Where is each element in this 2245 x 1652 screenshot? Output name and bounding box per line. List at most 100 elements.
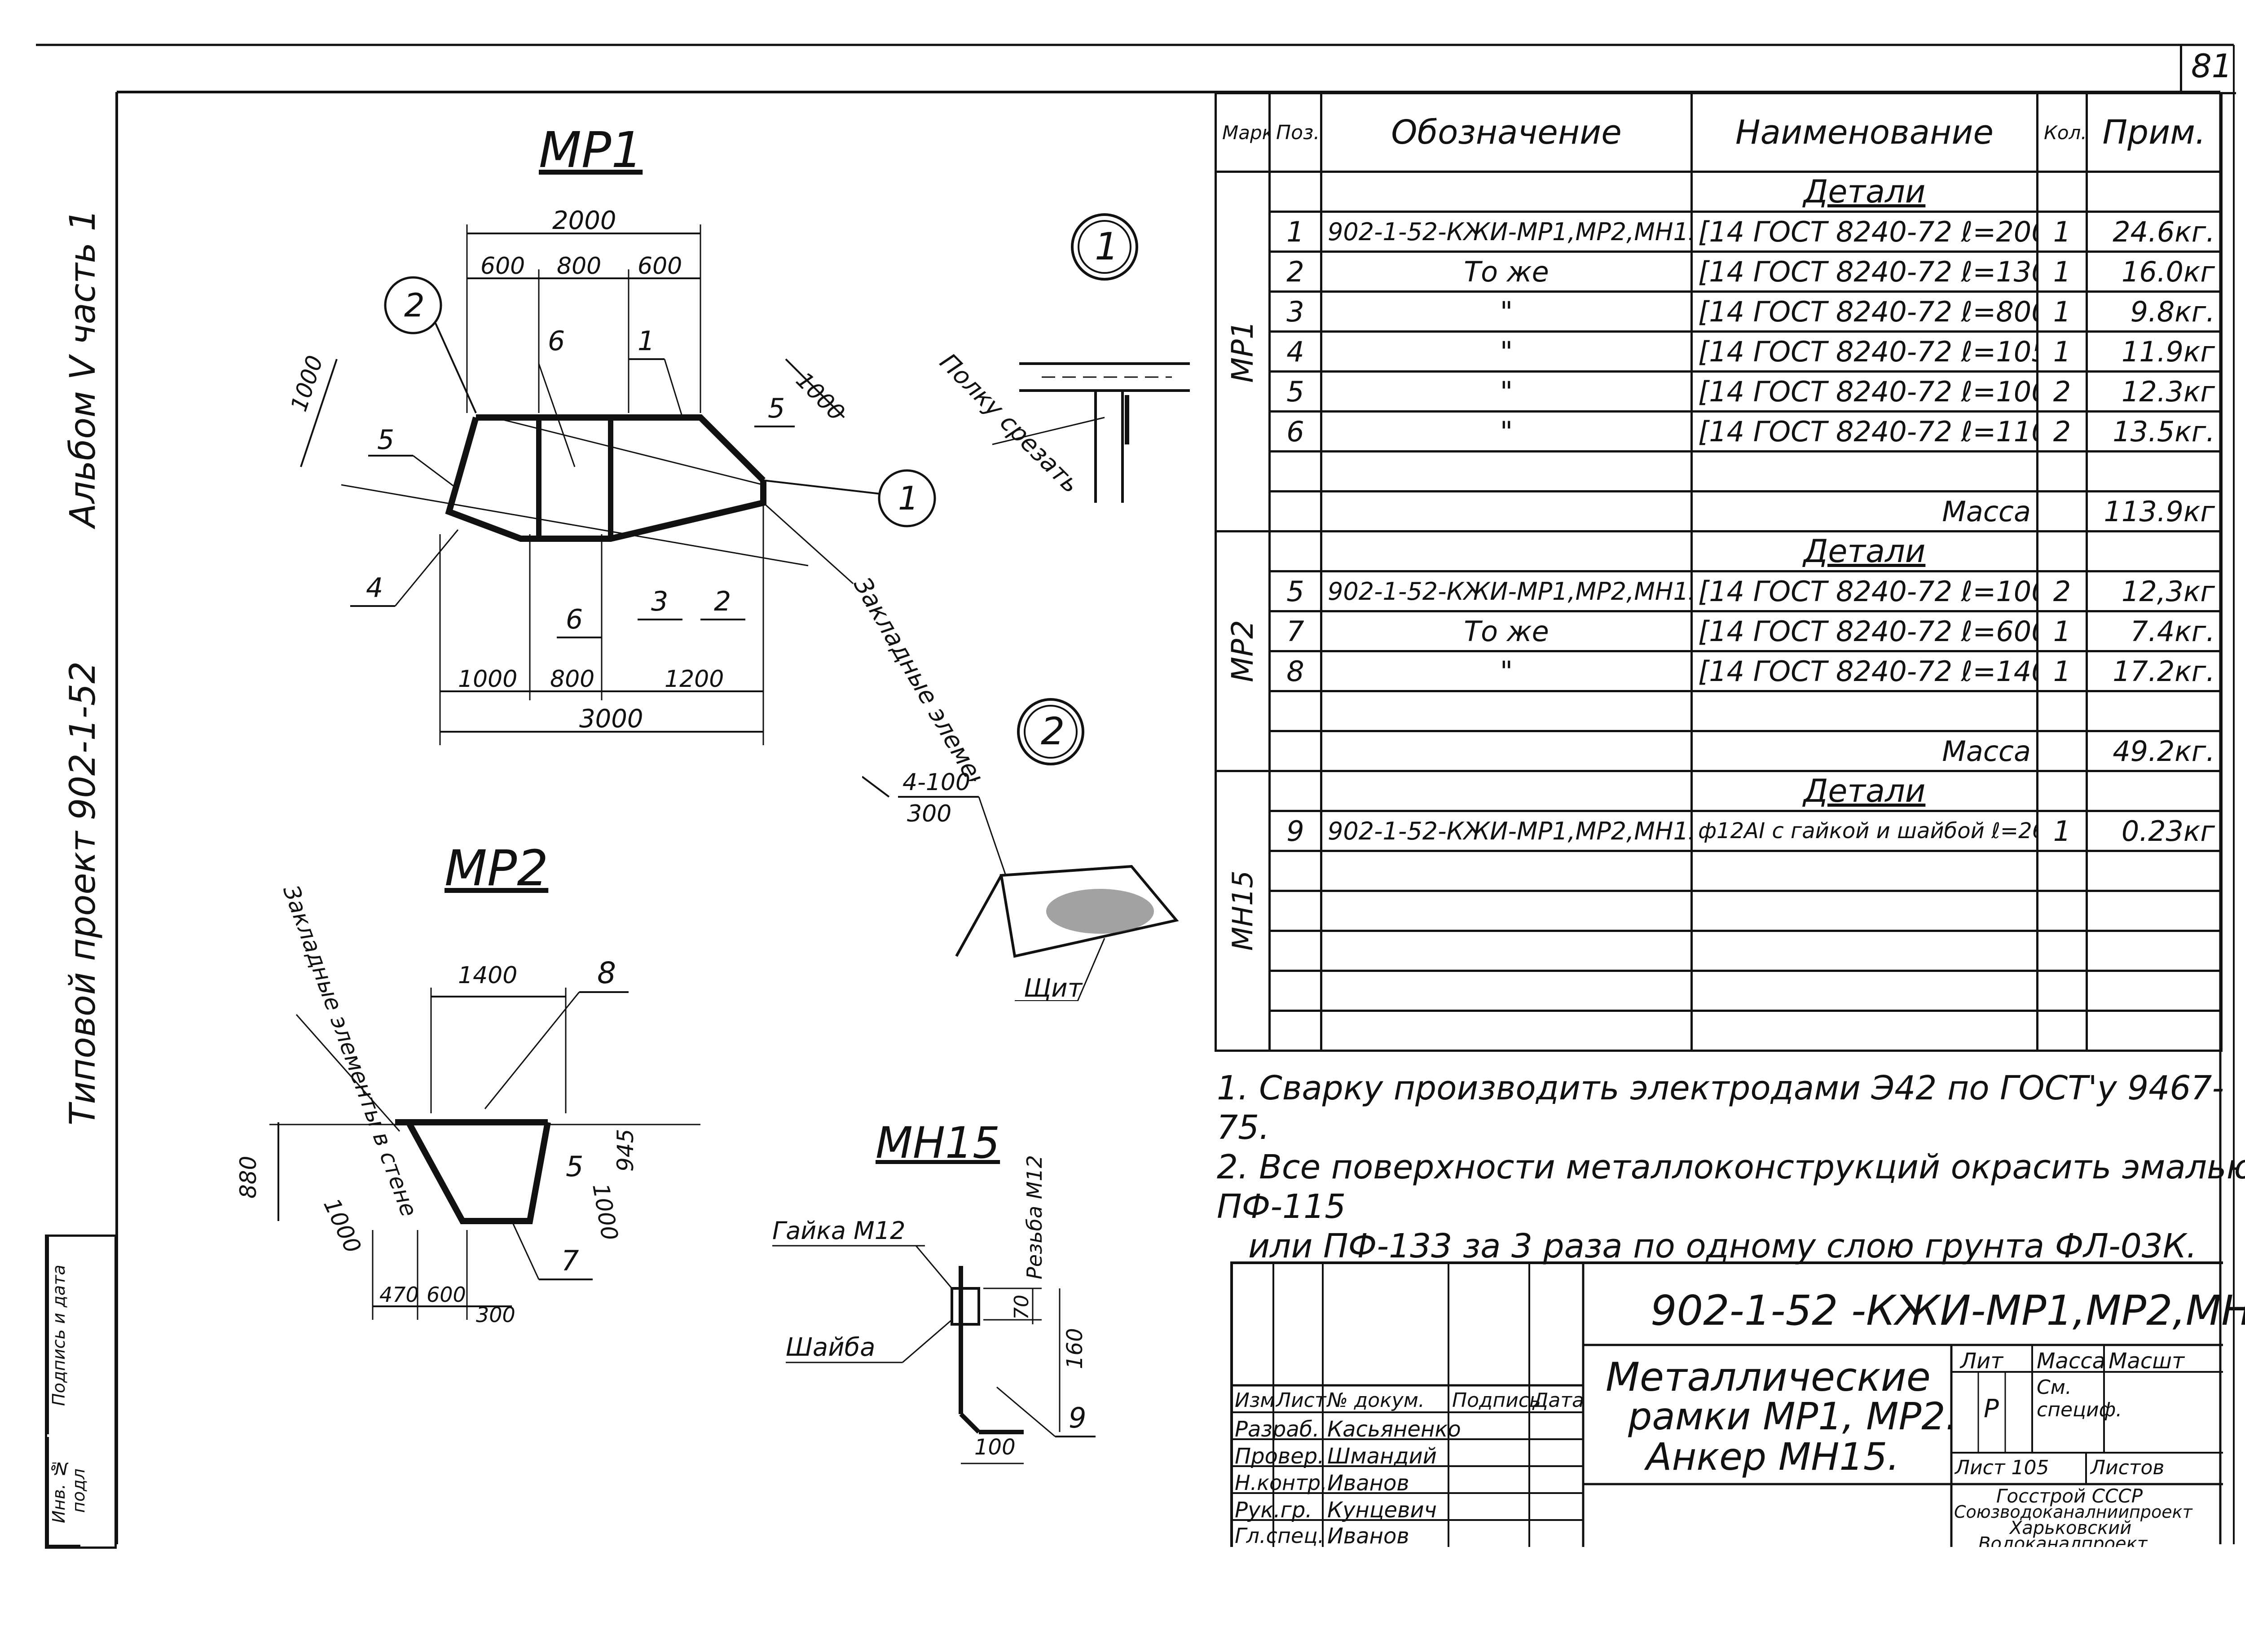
designation-cell: " bbox=[1320, 650, 1693, 692]
mr1-dim-600a: 600 bbox=[480, 253, 525, 280]
table-row: 2 То же [14 ГОСТ 8240-72 ℓ=1300 1 16.0кг bbox=[1216, 250, 2223, 293]
table-row: 5 " [14 ГОСТ 8240-72 ℓ=1000 2 12.3кг bbox=[1216, 370, 2223, 413]
table-row bbox=[1216, 690, 2223, 732]
mn15-drawing: Резьба М12 Гайка М12 Шайба 70 160 100 9 bbox=[772, 1155, 1096, 1464]
pos-cell: 1 bbox=[1268, 211, 1322, 253]
mr1-pos-5b: 5 bbox=[768, 393, 785, 424]
mark-mr1: МР1 bbox=[1225, 320, 1260, 383]
qty-cell: 1 bbox=[2036, 290, 2088, 333]
mass-value-mr2: 49.2кг. bbox=[2086, 730, 2223, 772]
note-cell: 12.3кг bbox=[2086, 370, 2223, 413]
designation-cell: " bbox=[1320, 330, 1693, 373]
pos-cell: 5 bbox=[1268, 570, 1322, 612]
section-label: Детали bbox=[1690, 770, 2038, 812]
sheet-number: 81 bbox=[2191, 47, 2232, 85]
rev-header-izm: Изм bbox=[1235, 1389, 1275, 1412]
table-row bbox=[1216, 970, 2223, 1012]
mr1-dim-800: 800 bbox=[557, 253, 601, 280]
mass-value-mr1: 113.9кг bbox=[2086, 490, 2223, 532]
designation-cell: 902-1-52-КЖИ-МР1,МР2,МН15 bbox=[1320, 570, 1693, 612]
mn15-title: МН15 bbox=[876, 1118, 1000, 1168]
role-glspec: Гл.спец. bbox=[1235, 1524, 1325, 1548]
org-line-3: Харьковский bbox=[2010, 1518, 2132, 1538]
mr2-callout-5: 5 bbox=[566, 1150, 583, 1183]
title-block-grid bbox=[1233, 1264, 2223, 1547]
mr2-dim-1000-left: 1000 bbox=[318, 1195, 366, 1257]
lit-label: Лит bbox=[1960, 1349, 2003, 1374]
designation-cell: То же bbox=[1320, 250, 1693, 293]
role-rukgr: Рук.гр. bbox=[1235, 1498, 1312, 1523]
org-line-2: Союзводоканалниипроект bbox=[1954, 1502, 2192, 1522]
table-row bbox=[1216, 1010, 2223, 1052]
qty-cell: 1 bbox=[2036, 250, 2088, 293]
note-cell: 12,3кг bbox=[2086, 570, 2223, 612]
mark-mn15: МН15 bbox=[1226, 870, 1259, 951]
designation-cell: 902-1-52-КЖИ-МР1,МР2,МН15 bbox=[1320, 810, 1693, 852]
name-cell: [14 ГОСТ 8240-72 ℓ=1100 bbox=[1690, 410, 2038, 453]
mn15-dim-100: 100 bbox=[974, 1435, 1016, 1460]
name-nkontr: Иванов bbox=[1327, 1471, 1409, 1496]
detail-1: 1 Полку срезать bbox=[934, 213, 1190, 503]
stamp-cell-invno: Инв. № подл bbox=[47, 1437, 88, 1547]
note-cell: 16.0кг bbox=[2086, 250, 2223, 293]
doc-title-line-1: Металлические bbox=[1606, 1354, 1931, 1400]
detail-2-weld-pitch: 300 bbox=[907, 800, 951, 827]
project-label: Типовой проект 902-1-52 bbox=[63, 661, 103, 1125]
name-razrab: Касьяненко bbox=[1327, 1417, 1461, 1442]
mr2-dim-1400: 1400 bbox=[458, 962, 517, 989]
mass-label: Масса bbox=[2037, 1349, 2106, 1374]
detail-1-note: Полку срезать bbox=[934, 348, 1085, 499]
title-block: Изм Лист № докум. Подпись Дата Разраб. К… bbox=[1230, 1261, 2245, 1549]
pos-cell: 7 bbox=[1268, 610, 1322, 652]
name-cell: [14 ГОСТ 8240-72 ℓ=1000 bbox=[1690, 570, 2038, 612]
col-header-designation: Обозначение bbox=[1320, 92, 1693, 173]
notes: 1. Сварку производить электродами Э42 по… bbox=[1217, 1068, 2245, 1266]
designation-cell: То же bbox=[1320, 610, 1693, 652]
table-row: Масса 113.9кг bbox=[1216, 490, 2223, 532]
mr2-title: МР2 bbox=[445, 839, 549, 897]
mr1-dim-2000: 2000 bbox=[552, 206, 616, 235]
mark-cell-mr2: МР2 bbox=[1215, 530, 1271, 772]
qty-cell: 1 bbox=[2036, 211, 2088, 253]
sheet-label: Лист 105 bbox=[1955, 1456, 2049, 1479]
name-cell: [14 ГОСТ 8240-72 ℓ=600 bbox=[1690, 610, 2038, 652]
note-cell: 17.2кг. bbox=[2086, 650, 2223, 692]
pos-cell: 6 bbox=[1268, 410, 1322, 453]
qty-cell: 2 bbox=[2036, 570, 2088, 612]
col-header-mark: Марка bbox=[1215, 92, 1271, 173]
table-row: МН15 Детали bbox=[1215, 770, 2223, 1052]
mn15-callout-9: 9 bbox=[1069, 1402, 1086, 1434]
col-header-pos: Поз. bbox=[1268, 92, 1322, 173]
note-1: 1. Сварку производить электродами Э42 по… bbox=[1217, 1069, 2224, 1147]
note-cell: 7.4кг. bbox=[2086, 610, 2223, 652]
note-cell: 0.23кг bbox=[2086, 810, 2223, 852]
org-line-4: Водоканалпроект bbox=[1978, 1533, 2148, 1547]
name-cell: [14 ГОСТ 8240-72 ℓ=800 bbox=[1690, 290, 2038, 333]
table-row: 5 902-1-52-КЖИ-МР1,МР2,МН15 [14 ГОСТ 824… bbox=[1216, 570, 2223, 612]
mr2-dim-880: 880 bbox=[235, 1156, 261, 1199]
table-row bbox=[1216, 450, 2223, 492]
role-nkontr: Н.контр. bbox=[1235, 1471, 1327, 1495]
name-cell: [14 ГОСТ 8240-72 ℓ=1300 bbox=[1690, 250, 2038, 293]
mark-cell-mr1: МР1 bbox=[1215, 171, 1271, 532]
col-header-qty: Кол. bbox=[2036, 92, 2088, 173]
mr2-callout-8: 8 bbox=[597, 956, 616, 990]
mr1-callout-2: 2 bbox=[404, 286, 425, 324]
table-row: МР2 Детали bbox=[1215, 530, 2223, 772]
qty-cell: 1 bbox=[2036, 330, 2088, 373]
pos-cell: 3 bbox=[1268, 290, 1322, 333]
role-prover: Провер. bbox=[1235, 1444, 1325, 1469]
mr2-dim-300: 300 bbox=[476, 1303, 515, 1327]
mr1-pos-5a: 5 bbox=[377, 424, 394, 456]
table-row: 7 То же [14 ГОСТ 8240-72 ℓ=600 1 7.4кг. bbox=[1216, 610, 2223, 652]
mr2-dim-1000-right: 1000 bbox=[587, 1182, 623, 1242]
lit-value: Р bbox=[1984, 1394, 1999, 1424]
mr1-dim-1200: 1200 bbox=[665, 666, 724, 693]
scale-label: Масшт bbox=[2109, 1349, 2185, 1374]
table-row: 9 902-1-52-КЖИ-МР1,МР2,МН15 ф12АI с гайк… bbox=[1216, 810, 2223, 852]
mr1-detail-ref-1: 1 bbox=[898, 479, 919, 517]
mass-label: Масса bbox=[1690, 730, 2038, 772]
pos-cell: 2 bbox=[1268, 250, 1322, 293]
table-row: МР1 Детали bbox=[1215, 171, 2223, 532]
